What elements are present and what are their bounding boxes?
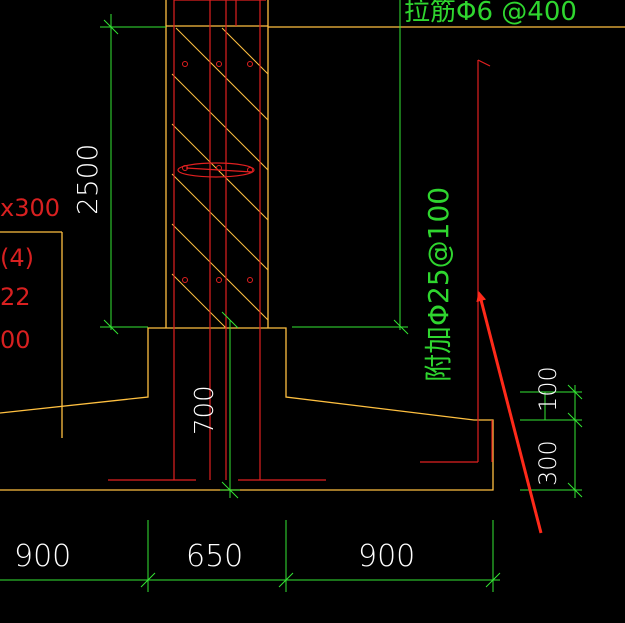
foundation-height-label: 700	[190, 385, 220, 435]
wall-height-label: 2500	[71, 144, 104, 215]
wall-outline	[165, 0, 625, 328]
left-note-3: 22	[0, 283, 31, 311]
left-width-label: 900	[14, 539, 71, 574]
left-note-2: (4)	[0, 244, 34, 272]
rebar	[108, 0, 493, 481]
foundation-outline	[0, 231, 494, 491]
dimension-lines	[0, 0, 583, 592]
pointer-arrow	[476, 291, 543, 534]
top-note: 拉筋Φ6 @400	[404, 0, 577, 27]
left-note-4: 00	[0, 326, 31, 354]
center-width-label: 650	[186, 539, 243, 574]
left-note-1: x300	[0, 194, 60, 222]
upper-spacing-label: 100	[534, 366, 562, 412]
rebar-note: 附加Φ25@100	[422, 187, 455, 382]
right-width-label: 900	[358, 539, 415, 574]
wall-hatch	[171, 27, 269, 329]
lower-spacing-label: 300	[534, 440, 562, 486]
rebar-dots	[182, 61, 253, 283]
